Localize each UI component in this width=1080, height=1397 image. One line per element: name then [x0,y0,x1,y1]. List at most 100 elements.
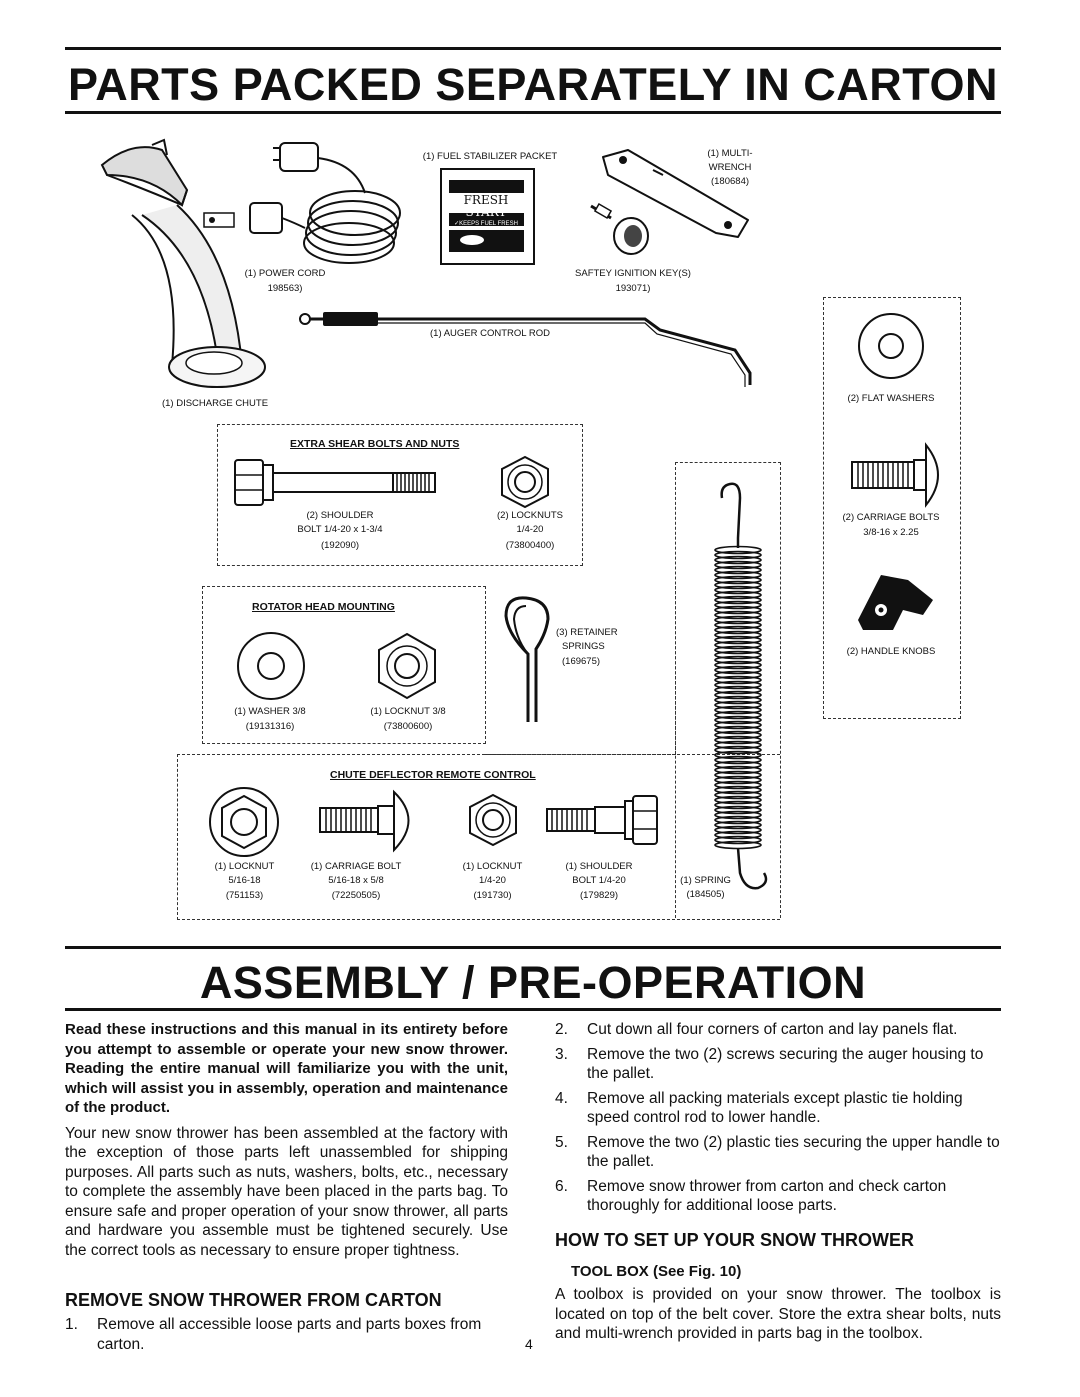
spring-coil [714,810,762,820]
spring-coil [714,650,762,660]
shear-bolts-box [217,424,583,566]
page-number: 4 [525,1336,533,1352]
shoulder-bolt-label-2: BOLT 1/4-20 x 1-3/4 [297,524,383,535]
locknut-5-16-illustration [209,787,279,857]
rotator-head-title: ROTATOR HEAD MOUNTING [252,601,395,613]
retainer-spring-illustration [504,596,550,722]
c-shoulder-part-number: (179829) [579,890,619,901]
c-carriage-label-1: (1) CARRIAGE BOLT [310,861,402,872]
spring-coil [714,600,762,610]
step-2: 2.Cut down all four corners of carton an… [555,1020,1001,1040]
step-5-number: 5. [555,1133,568,1151]
spring-coil [714,790,762,800]
carriage-bolt-illustration [851,442,939,508]
power-cord-illustration [249,142,401,264]
step-2-number: 2. [555,1021,568,1038]
step-3-number: 3. [555,1045,568,1063]
retainer-part-number: (169675) [562,656,601,667]
c-shoulder-label-2: BOLT 1/4-20 [572,875,626,886]
spring-coil [714,800,762,810]
setup-heading: HOW TO SET UP YOUR SNOW THROWER [555,1230,915,1250]
step-5: 5.Remove the two (2) plastic ties securi… [555,1133,1001,1172]
chute-deflector-box [177,754,780,920]
handle-knob-illustration [858,575,933,630]
locknut-38-illustration [378,632,436,700]
right-column: 2.Cut down all four corners of carton an… [555,1020,1001,1221]
flat-washer-illustration [858,313,924,379]
spring-coil [714,560,762,570]
step-1-text: Remove all accessible loose parts and pa… [97,1316,482,1353]
spring-coil [714,635,762,645]
multiwrench-illustration [602,149,749,238]
washer-38-illustration [237,632,305,700]
spring-coil [714,820,762,830]
c-locknut-label-1: (1) LOCKNUT [214,861,275,872]
spring-coil [714,815,762,825]
retainer-label-2: SPRINGS [562,641,605,652]
spring-coil [714,775,762,785]
step-1: 1. Remove all accessible loose parts and … [65,1315,508,1354]
carriage-bolts-label: (2) CARRIAGE BOLTS [842,512,940,523]
spring-coil [714,785,762,795]
c-locknut-part-number: (751153) [225,890,264,901]
spring-coil [714,545,762,555]
c-locknut2-label-2: 1/4-20 [479,875,506,886]
spring-coil [714,770,762,780]
ignition-key-label: SAFTEY IGNITION KEY(S) [575,268,691,279]
discharge-chute-label: (1) DISCHARGE CHUTE [161,398,269,409]
spring-coil [714,615,762,625]
spring-coil [714,750,762,760]
handle-knobs-label: (2) HANDLE KNOBS [846,646,936,657]
step-6: 6.Remove snow thrower from carton and ch… [555,1177,1001,1216]
spring-coil [714,690,762,700]
spring-coil [714,665,762,675]
spring-coil [714,700,762,710]
spring-coil [714,735,762,745]
spring-coil [714,660,762,670]
spring-coil [714,595,762,605]
locknut-1-4-illustration [469,793,517,847]
spring-coil [714,745,762,755]
chute-deflector-title: CHUTE DEFLECTOR REMOTE CONTROL [330,769,536,781]
step-6-number: 6. [555,1177,568,1195]
locknuts-part-number: (73800400) [505,540,555,551]
step-4-number: 4. [555,1089,568,1107]
spring-coil [714,590,762,600]
auger-rod-label: (1) AUGER CONTROL ROD [430,328,550,339]
spring-coil [714,680,762,690]
extension-spring-illustration [714,482,768,890]
spring-coil [714,630,762,640]
discharge-chute-illustration [100,138,266,388]
c-locknut-label-2: 5/16-18 [228,875,261,886]
parts-title-rule [65,111,1001,114]
ignition-key-part-number: 193071) [615,283,651,294]
step-3: 3.Remove the two (2) screws securing the… [555,1045,1001,1084]
spring-coil [714,780,762,790]
spring-coil [714,755,762,765]
multiwrench-label-2: WRENCH [708,162,752,173]
power-cord-part-number: 198563) [267,283,303,294]
left-column: Read these instructions and this manual … [65,1020,508,1266]
toolbox-body: A toolbox is provided on your snow throw… [555,1286,1001,1342]
fuel-stabilizer-packet-illustration: FRESH START ✓KEEPS FUEL FRESH [440,168,535,265]
washer-38-label: (1) WASHER 3/8 [234,706,306,717]
assembly-rule-bottom [65,1008,1001,1011]
c-carriage-label-2: 5/16-18 x 5/8 [328,875,384,886]
toolbox-heading: TOOL BOX (See Fig. 10) [571,1263,742,1280]
power-cord-label: (1) POWER CORD [244,268,326,279]
spring-coil [714,765,762,775]
spring-coil [714,760,762,770]
shoulder-bolt-label-1: (2) SHOULDER [306,510,374,521]
fresh-text: FRESH [464,193,509,207]
spring-coil [714,570,762,580]
spring-coil [714,710,762,720]
intro-bold: Read these instructions and this manual … [65,1021,508,1116]
spring-coil [714,695,762,705]
spring-coil [714,830,762,840]
spring-coil [714,580,762,590]
remove-heading: REMOVE SNOW THROWER FROM CARTON [65,1290,442,1310]
remove-steps: 1. Remove all accessible loose parts and … [65,1315,508,1359]
spring-coil [714,620,762,630]
carriage-bolt-5-16-illustration [319,789,410,853]
step-1-number: 1. [65,1316,78,1333]
